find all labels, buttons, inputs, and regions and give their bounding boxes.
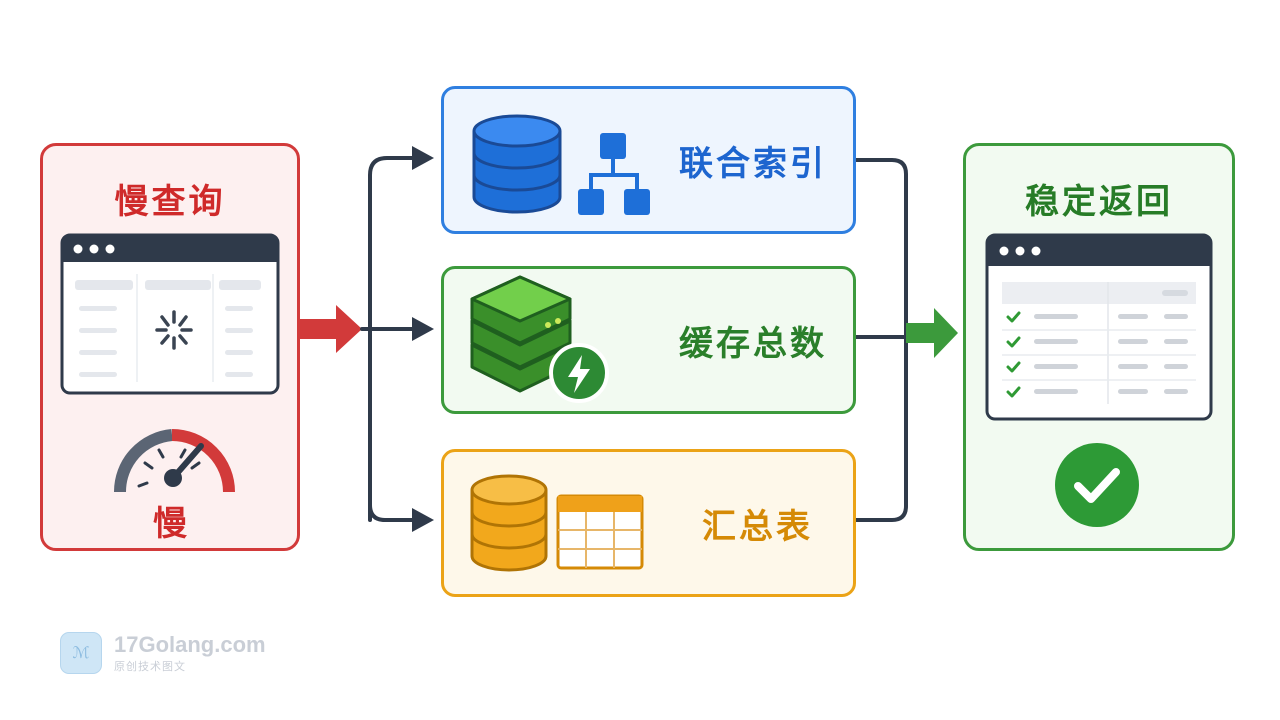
branch-arrowheads [412, 146, 434, 532]
branch-lines [360, 156, 416, 522]
slow-to-branch-arrow [300, 305, 362, 353]
slow-query-panel: 慢查询 [40, 143, 300, 551]
spinner-icon [155, 310, 193, 350]
summary-table-label: 汇总表 [702, 506, 813, 547]
watermark-subtitle: 原创技术图文 [114, 660, 186, 673]
watermark-logo: ℳ [60, 632, 102, 674]
speedometer-icon [113, 429, 235, 493]
database-table-icon [470, 474, 644, 572]
watermark: ℳ 17Golang.com 原创技术图文 [60, 630, 300, 674]
check-circle-icon [1055, 443, 1139, 527]
stable-return-panel: 稳定返回 [963, 143, 1235, 551]
result-table-window-icon [985, 233, 1213, 421]
slow-query-title: 慢查询 [114, 182, 226, 222]
database-hierarchy-icon [472, 114, 650, 215]
cache-server-lightning-icon [470, 275, 609, 403]
composite-index-label: 联合索引 [679, 143, 827, 184]
row-check-icons [1006, 311, 1021, 398]
merge-to-result-arrow [906, 308, 958, 358]
composite-index-card: 联合索引 [441, 86, 856, 234]
loading-window-icon [60, 233, 280, 395]
summary-table-card: 汇总表 [441, 449, 856, 597]
gauge-label: 慢 [153, 504, 187, 544]
cache-total-label: 缓存总数 [679, 323, 827, 364]
merge-lines [854, 158, 908, 522]
cache-total-card: 缓存总数 [441, 266, 856, 414]
watermark-domain: 17Golang.com [114, 632, 266, 657]
stable-return-title: 稳定返回 [1025, 182, 1173, 222]
